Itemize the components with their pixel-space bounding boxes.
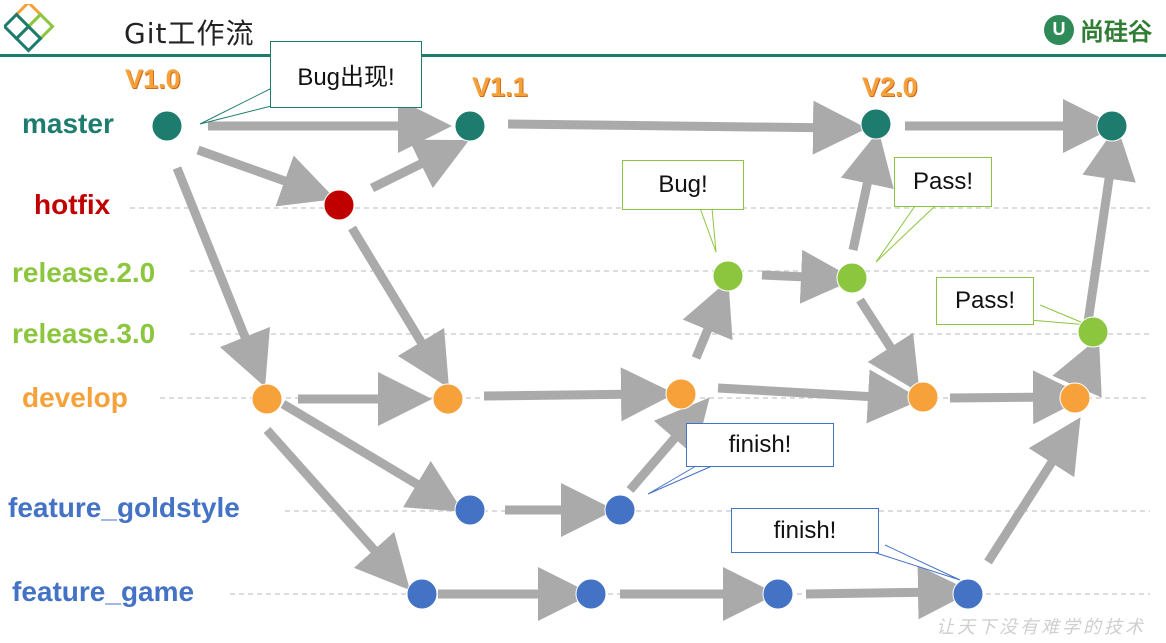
commit-node-release30 xyxy=(1077,316,1109,348)
commit-node-master xyxy=(1096,110,1128,142)
flow-arrow xyxy=(682,280,733,360)
flow-arrow xyxy=(856,297,920,393)
commit-node-develop xyxy=(665,378,697,410)
version-label-v1-1: V1.1 xyxy=(472,72,528,102)
logo-diamonds-icon xyxy=(4,4,55,53)
callout-release-bug: Bug! xyxy=(622,160,744,210)
commit-node-develop xyxy=(1059,382,1091,414)
flow-arrow xyxy=(1082,125,1136,323)
branch-label-develop: develop xyxy=(22,382,128,413)
callout-release20-pass: Pass! xyxy=(894,157,992,207)
branch-label-release-3-0: release.3.0 xyxy=(12,318,156,349)
brand-logo-icon: U xyxy=(1044,14,1074,45)
version-label-v1-0: V1.0 xyxy=(125,64,181,94)
flow-arrow xyxy=(280,400,464,512)
header-bar: Git工作流 U 尚硅谷 xyxy=(0,0,1166,58)
callout-pointer xyxy=(699,207,717,253)
branch-label-master: master xyxy=(22,108,114,139)
commit-node-release20 xyxy=(712,260,744,292)
version-label-v2-0: V2.0 xyxy=(862,72,918,102)
commit-node-master xyxy=(454,110,486,142)
flow-arrow xyxy=(483,367,675,422)
brand-name: 尚硅谷 xyxy=(1080,18,1152,46)
header-divider xyxy=(0,54,1166,57)
flow-arrow xyxy=(761,249,855,304)
callout-pointer xyxy=(875,205,936,263)
commit-node-feature_game xyxy=(762,578,794,610)
callout-pointer xyxy=(647,465,713,495)
flow-arrow xyxy=(263,427,410,591)
callout-pointer xyxy=(869,544,961,581)
commit-node-master xyxy=(860,108,892,140)
watermark: 让天下没有难学的技术 xyxy=(936,617,1146,638)
branch-label-hotfix: hotfix xyxy=(34,189,111,220)
brand: U 尚硅谷 xyxy=(1044,12,1152,47)
callout-pointer xyxy=(1029,304,1089,326)
commit-node-feature_goldstyle xyxy=(604,494,636,526)
flow-arrow xyxy=(717,369,922,424)
callout-goldstyle-finish: finish! xyxy=(686,423,834,467)
flow-arrow xyxy=(949,370,1087,425)
flow-arrow xyxy=(348,225,449,389)
commit-node-develop xyxy=(251,383,283,415)
commit-node-release20 xyxy=(836,262,868,294)
commit-node-develop xyxy=(907,381,939,413)
flow-arrow xyxy=(507,100,867,155)
commit-node-hotfix xyxy=(323,189,355,221)
callout-release30-pass: Pass! xyxy=(936,277,1034,325)
commit-node-feature_game xyxy=(406,578,438,610)
commit-node-develop xyxy=(432,383,464,415)
flow-arrow xyxy=(196,145,336,207)
page-title: Git工作流 xyxy=(124,17,255,50)
commit-node-feature_goldstyle xyxy=(454,494,486,526)
flow-arrow xyxy=(840,130,894,251)
flow-arrow xyxy=(172,166,270,388)
branch-label-feature-game: feature_game xyxy=(12,576,195,607)
flow-arrow xyxy=(984,417,1081,565)
commit-node-feature_game xyxy=(952,578,984,610)
flow-arrow xyxy=(626,397,710,493)
callout-bug-appears: Bug出现! xyxy=(270,41,422,108)
branch-label-release-2-0: release.2.0 xyxy=(12,257,156,288)
flow-arrow xyxy=(370,139,470,193)
flow-arrow xyxy=(1052,337,1102,398)
flow-arrow xyxy=(805,565,972,620)
branch-label-feature-goldstyle: feature_goldstyle xyxy=(8,492,240,523)
commit-node-feature_game xyxy=(575,578,607,610)
commit-node-master xyxy=(151,110,183,142)
callout-game-finish: finish! xyxy=(731,508,879,553)
